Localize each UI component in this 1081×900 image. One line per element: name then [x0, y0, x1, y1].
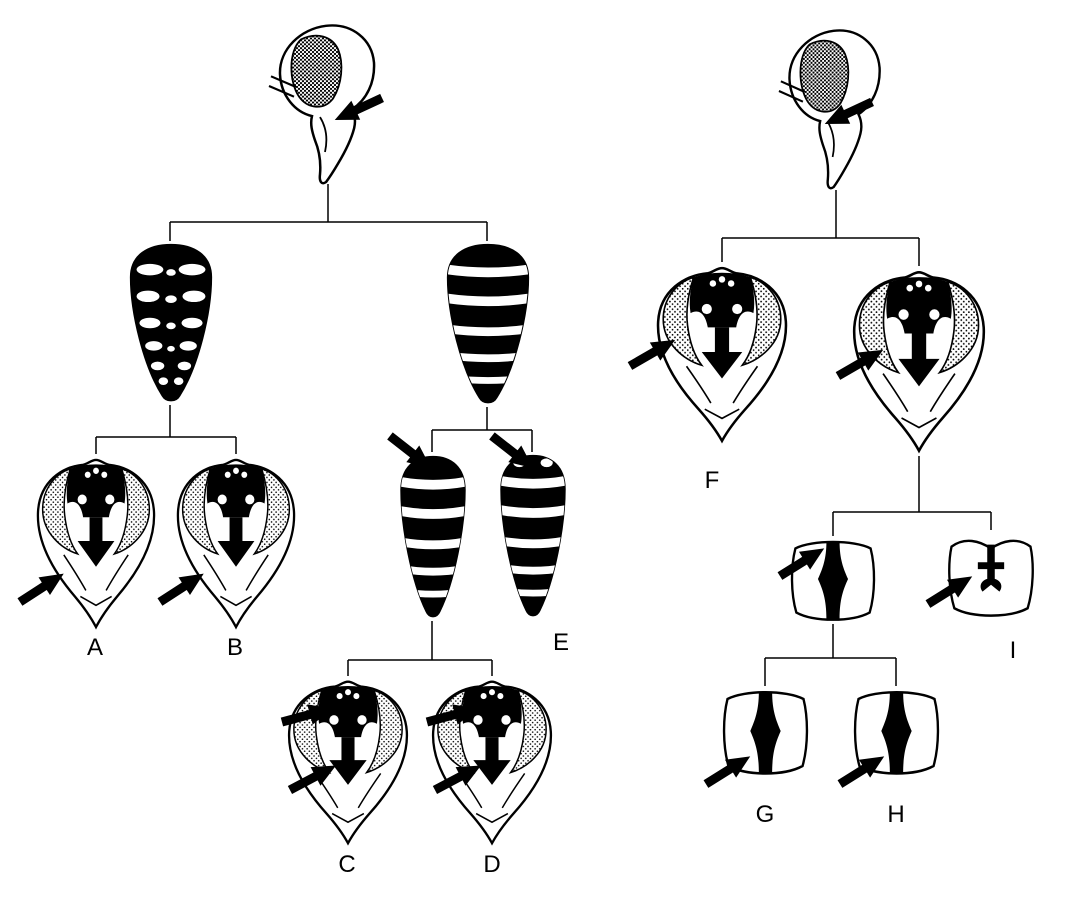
label-D: D [483, 851, 500, 878]
abdomen-interrupted-bands [131, 245, 211, 401]
face-F [656, 266, 788, 443]
label-E: E [553, 629, 569, 656]
label-I: I [1010, 637, 1017, 664]
label-B: B [227, 634, 243, 661]
label-H: H [887, 801, 904, 828]
abdomen-tergum1-plain [398, 457, 468, 616]
label-F: F [705, 467, 720, 494]
panel-labels: A B C D E F G H I [87, 467, 1016, 878]
label-A: A [87, 634, 103, 661]
face-C [287, 680, 409, 845]
label-G: G [756, 801, 775, 828]
face-A [36, 458, 156, 629]
face-D [431, 680, 553, 845]
abdomen-tergum1-spots-E [498, 456, 568, 615]
label-C: C [338, 851, 355, 878]
abdomen-continuous-bands [444, 245, 532, 403]
face-B [176, 458, 296, 629]
tree-connectors [95, 184, 992, 686]
